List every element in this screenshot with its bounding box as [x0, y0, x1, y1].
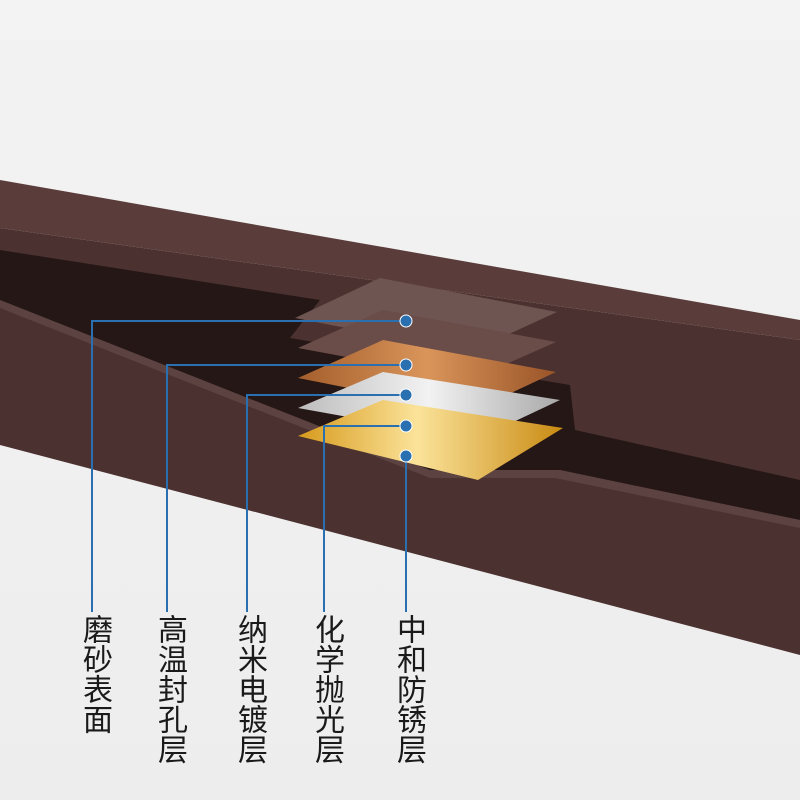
leader-lines [91, 320, 407, 612]
label-neutral-antirust: 中和防锈层 [391, 614, 426, 764]
leader-line-polishing [323, 425, 406, 612]
leader-dots [399, 314, 413, 463]
leader-line-sealing [166, 364, 406, 612]
dot-plating [399, 388, 413, 402]
dot-sealing [399, 358, 413, 372]
profile-groove-lip [0, 300, 800, 528]
label-chemical-polishing: 化学抛光层 [309, 614, 344, 764]
leader-line-plating [246, 394, 406, 612]
label-nano-plating: 纳米电镀层 [232, 614, 267, 764]
dot-frosted [399, 314, 413, 328]
dot-antirust [399, 449, 413, 463]
dot-polishing [399, 419, 413, 433]
leader-line-frosted [91, 320, 406, 612]
profile-top-face [0, 180, 800, 340]
label-high-temp-sealing: 高温封孔层 [152, 614, 187, 764]
label-frosted-surface: 磨砂表面 [77, 614, 112, 734]
layer-sheet-antirust [298, 400, 563, 480]
